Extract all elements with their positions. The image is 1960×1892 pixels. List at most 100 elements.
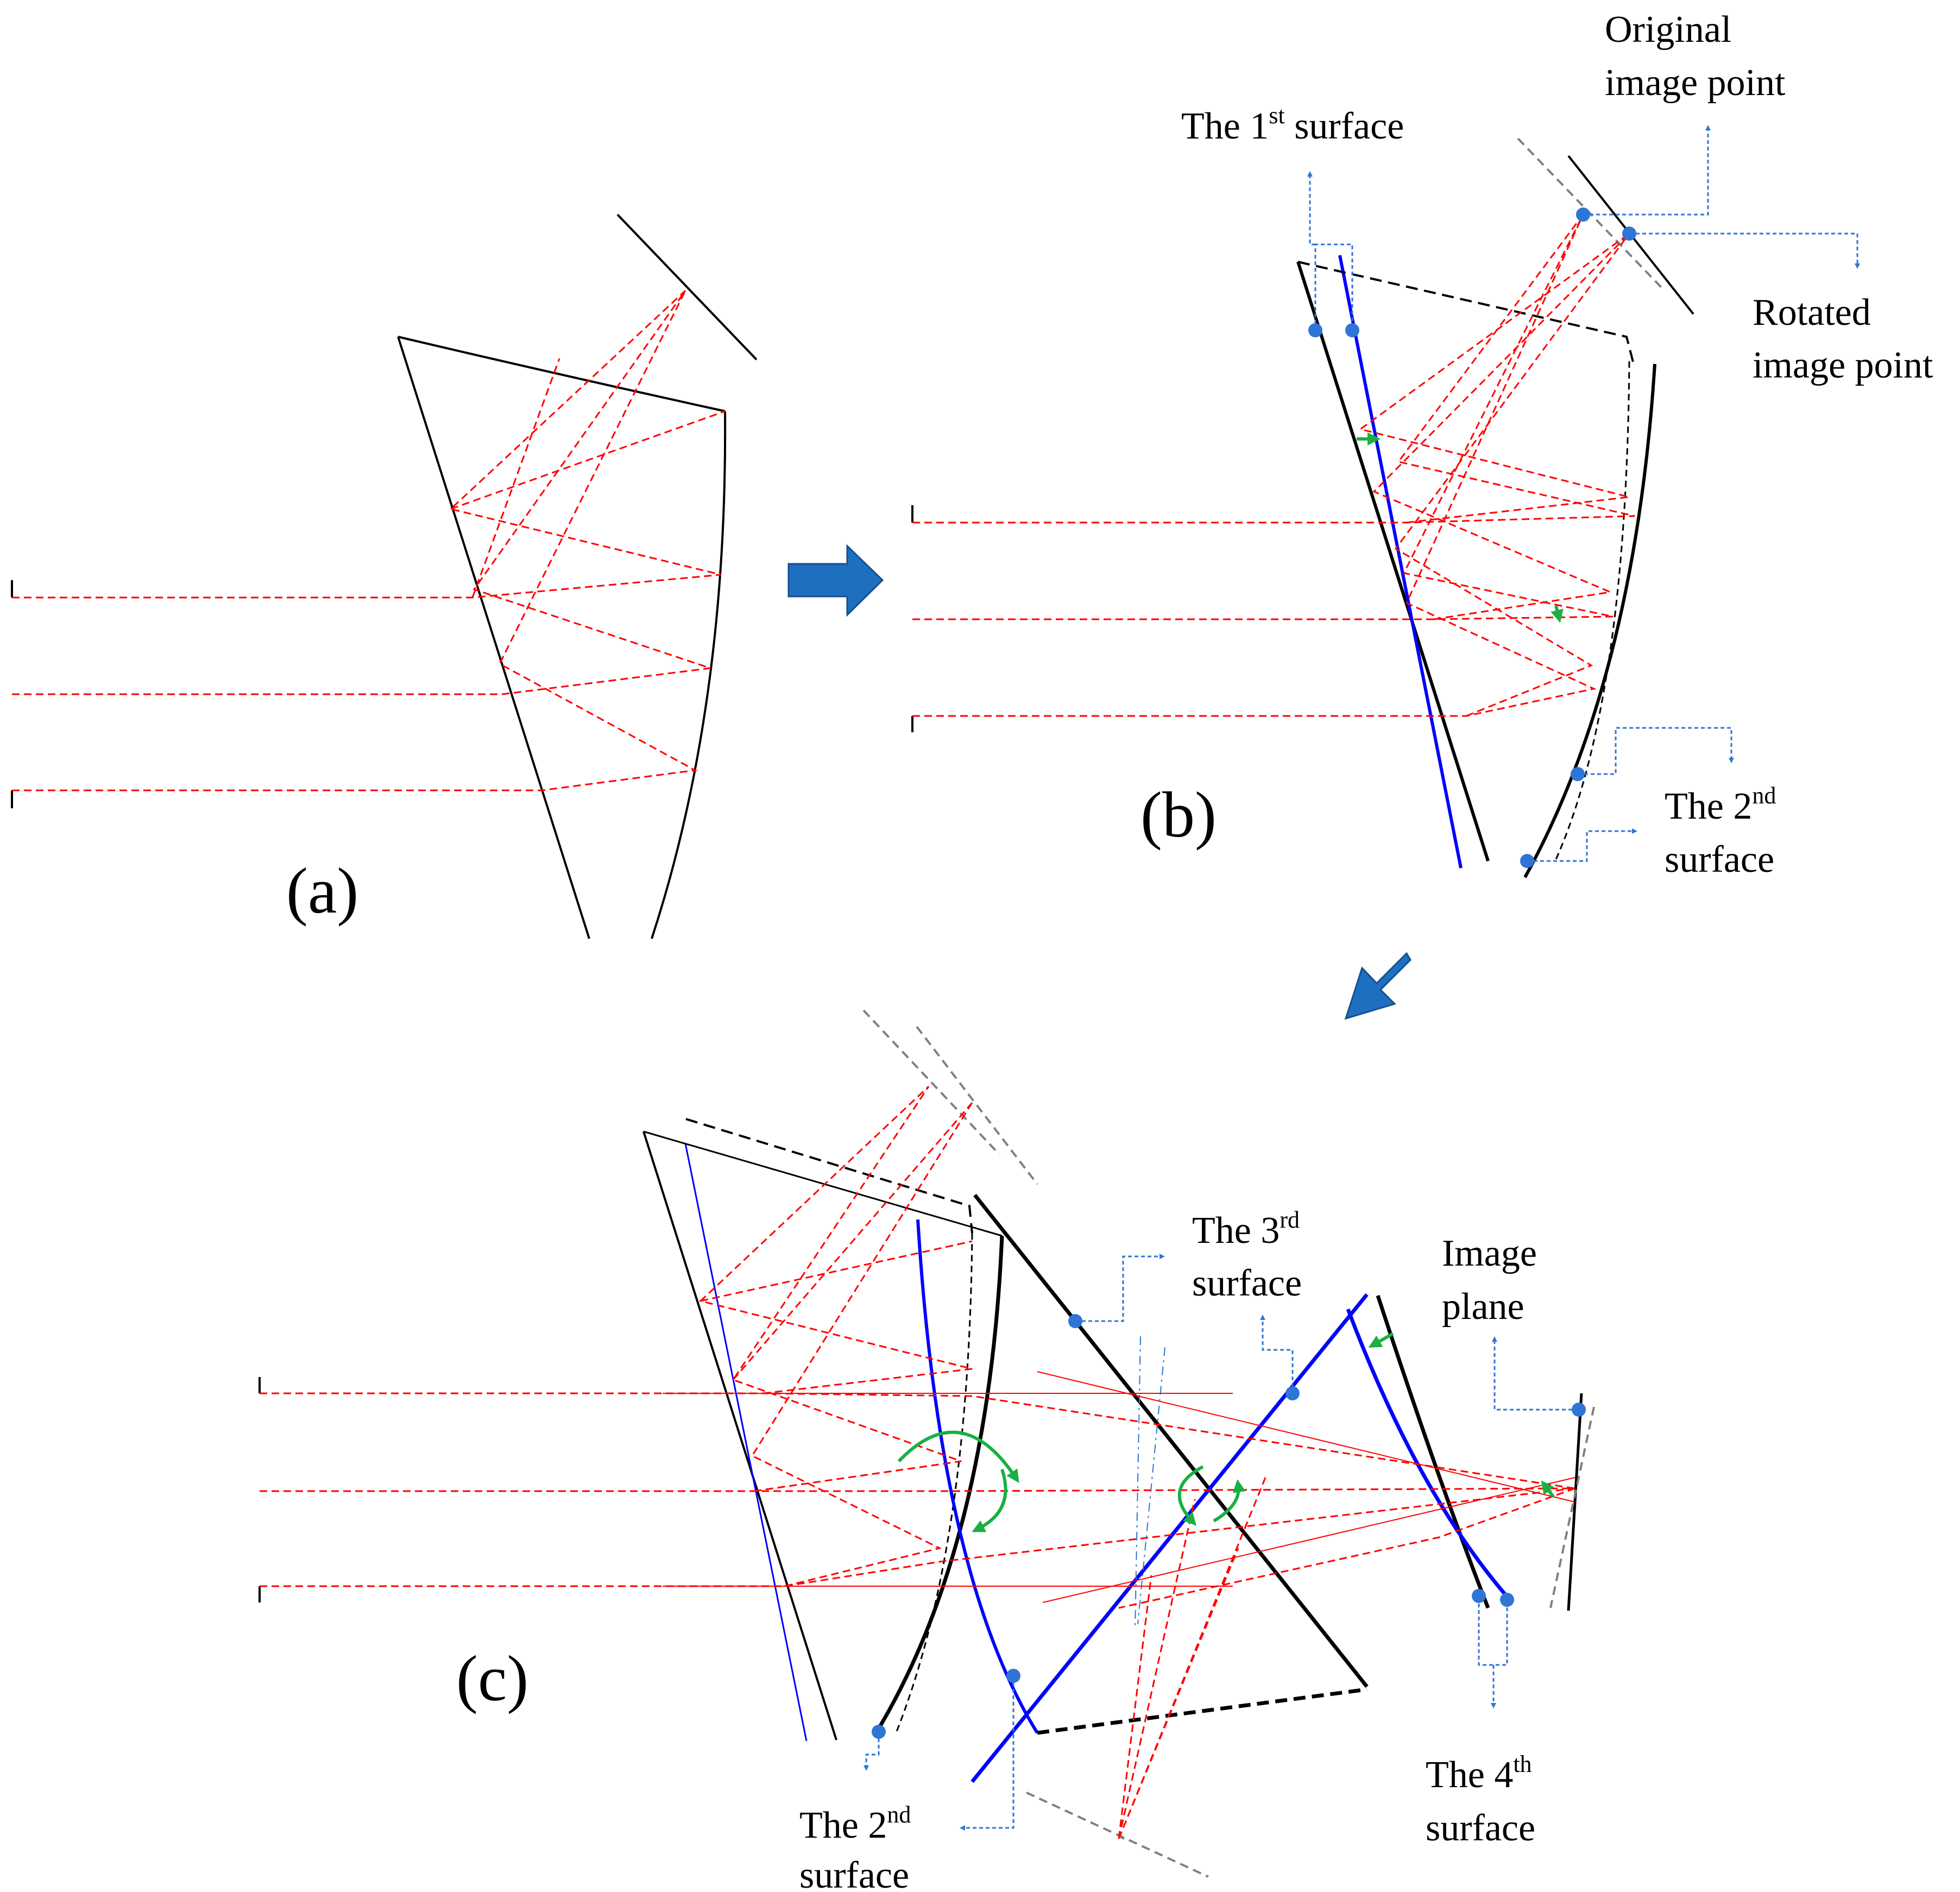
ray (751, 1102, 973, 1587)
panel-c-first-surface (642, 1131, 837, 1740)
rotation-arrow-icon (1551, 605, 1564, 623)
label-original-image-point-2: image point (1605, 62, 1786, 104)
image-point-marker-icon (1576, 208, 1590, 222)
panel-b-top-surface-dashed (1297, 261, 1635, 364)
rotation-arrow-icon (897, 1430, 1019, 1483)
image-point-marker-icon (1622, 227, 1636, 241)
label-second-surface-c-2: surface (799, 1855, 909, 1892)
leader-second-surface-c-b (960, 1676, 1014, 1831)
panel-c-top-surface (643, 1130, 1003, 1237)
label-first-surface: The 1st surface (1181, 102, 1404, 147)
image-point-marker-icon (1285, 1386, 1300, 1400)
panel-a-label: (a) (286, 854, 358, 927)
image-point-marker-icon (1308, 323, 1322, 337)
rotation-arrow-icon (1541, 1480, 1555, 1498)
label-second-surface-c: The 2nd (799, 1801, 911, 1846)
image-point-marker-icon (1472, 1589, 1486, 1603)
panel-b-first-surface-rotated (1338, 255, 1463, 869)
rotation-arrow-icon (972, 1469, 1007, 1532)
leader-first-surface (1307, 171, 1315, 246)
panel-c-fourth-surface-rotated (1346, 1308, 1511, 1601)
ray (450, 358, 726, 598)
ray (912, 214, 1597, 717)
panel-a: (a) (11, 213, 758, 939)
right-arrow-icon (787, 544, 884, 617)
panel-c: The 3rd surface Image plane The 4th surf… (259, 1009, 1595, 1892)
ray (698, 1085, 973, 1394)
panel-b-label: (b) (1140, 778, 1217, 851)
panel-c-image-planes-dashed (862, 1009, 1038, 1185)
panel-c-image-plane-rotated (1549, 1406, 1595, 1608)
leader-rotated-image-point (1629, 232, 1860, 269)
ray (912, 214, 1614, 620)
rotation-arrow-icon (1368, 1332, 1394, 1348)
panel-b-rays (912, 214, 1635, 717)
ray (1118, 1477, 1266, 1839)
panel-c-third-surface (973, 1193, 1369, 1688)
label-fourth-surface-2: surface (1426, 1807, 1535, 1849)
ray (260, 1487, 1575, 1492)
leader-fourth-surface (1478, 1597, 1508, 1706)
ray (12, 290, 698, 791)
ray (1372, 232, 1630, 620)
image-point-marker-icon (1006, 1669, 1020, 1683)
ray (260, 1392, 1575, 1489)
ray (1118, 1487, 1575, 1609)
ray (12, 290, 722, 599)
panel-c-rotated-plane-lower (1026, 1792, 1209, 1878)
panel-c-third-surface-rotated (970, 1293, 1369, 1783)
ray (260, 1487, 1575, 1587)
ray (1358, 232, 1630, 524)
leader-original-image-point (1583, 125, 1711, 216)
image-point-marker-icon (1345, 323, 1359, 337)
label-second-surface-b-2: surface (1665, 839, 1774, 881)
image-point-marker-icon (1572, 1403, 1586, 1417)
rotation-arrow-icon (1177, 1465, 1204, 1526)
ray (1394, 233, 1630, 717)
panel-a-top-surface (398, 336, 726, 412)
panel-a-image-plane (616, 213, 758, 361)
panel-c-label: (c) (456, 1642, 528, 1714)
panel-b-first-surface (1296, 261, 1490, 862)
label-third-surface: The 3rd (1192, 1206, 1300, 1252)
leader-image-plane (1492, 1336, 1579, 1411)
ray (700, 1102, 973, 1380)
label-rotated-image-point-2: image point (1753, 344, 1933, 386)
image-point-marker-icon (1520, 854, 1534, 868)
label-image-plane-2: plane (1442, 1286, 1524, 1328)
ray (12, 290, 711, 695)
leader-third-surface-rotated (1260, 1315, 1294, 1393)
panel-c-chief-rays (663, 1371, 1575, 1603)
panel-c-top-surface-dashed (685, 1118, 973, 1234)
leader-second-surface-c-a (864, 1732, 880, 1771)
panel-c-rays (260, 1085, 1575, 1839)
panel-c-first-surface-rotated (684, 1143, 808, 1742)
down-left-arrow-icon (1344, 952, 1411, 1020)
image-point-marker-icon (872, 1725, 886, 1739)
panel-a-first-surface (397, 336, 590, 939)
leader-third-surface (1075, 1254, 1165, 1322)
image-point-marker-icon (1571, 767, 1585, 781)
label-second-surface-b: The 2nd (1665, 782, 1776, 827)
ray (912, 214, 1635, 524)
panel-c-bottom-surface-dashed (1037, 1687, 1367, 1735)
image-point-marker-icon (1068, 1314, 1082, 1328)
label-original-image-point-1: Original (1605, 9, 1731, 51)
panel-c-second-surface (874, 1235, 1004, 1735)
panel-b-second-surface (1523, 363, 1656, 878)
panel-c-fourth-surface (1376, 1294, 1490, 1609)
image-point-marker-icon (1500, 1593, 1514, 1607)
label-third-surface-2: surface (1192, 1262, 1302, 1304)
leader (1314, 243, 1353, 330)
panel-c-second-surface-dashed (895, 1233, 973, 1733)
panel-b: The 1st surface Original image point Rot… (911, 9, 1933, 881)
leader-second-surface-a (1578, 727, 1734, 775)
panel-c-second-surface-rotated (916, 1219, 1039, 1734)
panel-b-second-surface-dashed (1555, 361, 1630, 860)
label-rotated-image-point-1: Rotated (1753, 292, 1871, 334)
panel-a-second-surface (651, 411, 727, 939)
ray (732, 1086, 962, 1492)
panel-a-rays (12, 290, 726, 791)
